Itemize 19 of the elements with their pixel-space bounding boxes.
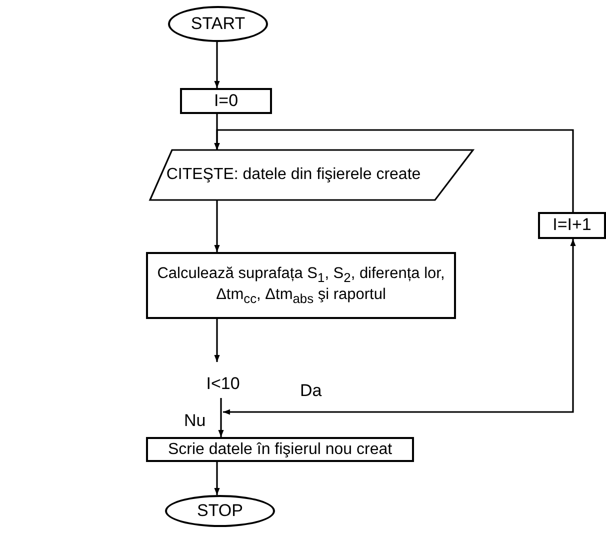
- process-box: [180, 88, 272, 114]
- node-text: Scrie datele în fişierul nou creat: [168, 440, 392, 460]
- node-text: I=I+1: [552, 215, 592, 236]
- node-text: STOP: [197, 500, 243, 522]
- arrow: [214, 462, 220, 495]
- process-box: [538, 212, 606, 239]
- arrow: [214, 200, 220, 252]
- process-box: [146, 252, 456, 319]
- arrow: [223, 239, 576, 415]
- arrow: [214, 129, 574, 212]
- arrow: [214, 319, 220, 362]
- process-box: [146, 437, 414, 462]
- node-text: CITEŞTE: datele din fişierele create: [166, 165, 421, 185]
- node-text: Calculează suprafața S$_{1}$, S$_{2}$, diferența lor, Δtm$_{cc}$, Δtm$_{abs}$ şi raportul: [156, 264, 446, 306]
- node-text: START: [190, 14, 246, 34]
- node-text: I=0: [214, 90, 238, 112]
- arrow: [218, 398, 224, 437]
- arrow: [214, 42, 220, 88]
- condition-text: I<10: [206, 374, 240, 394]
